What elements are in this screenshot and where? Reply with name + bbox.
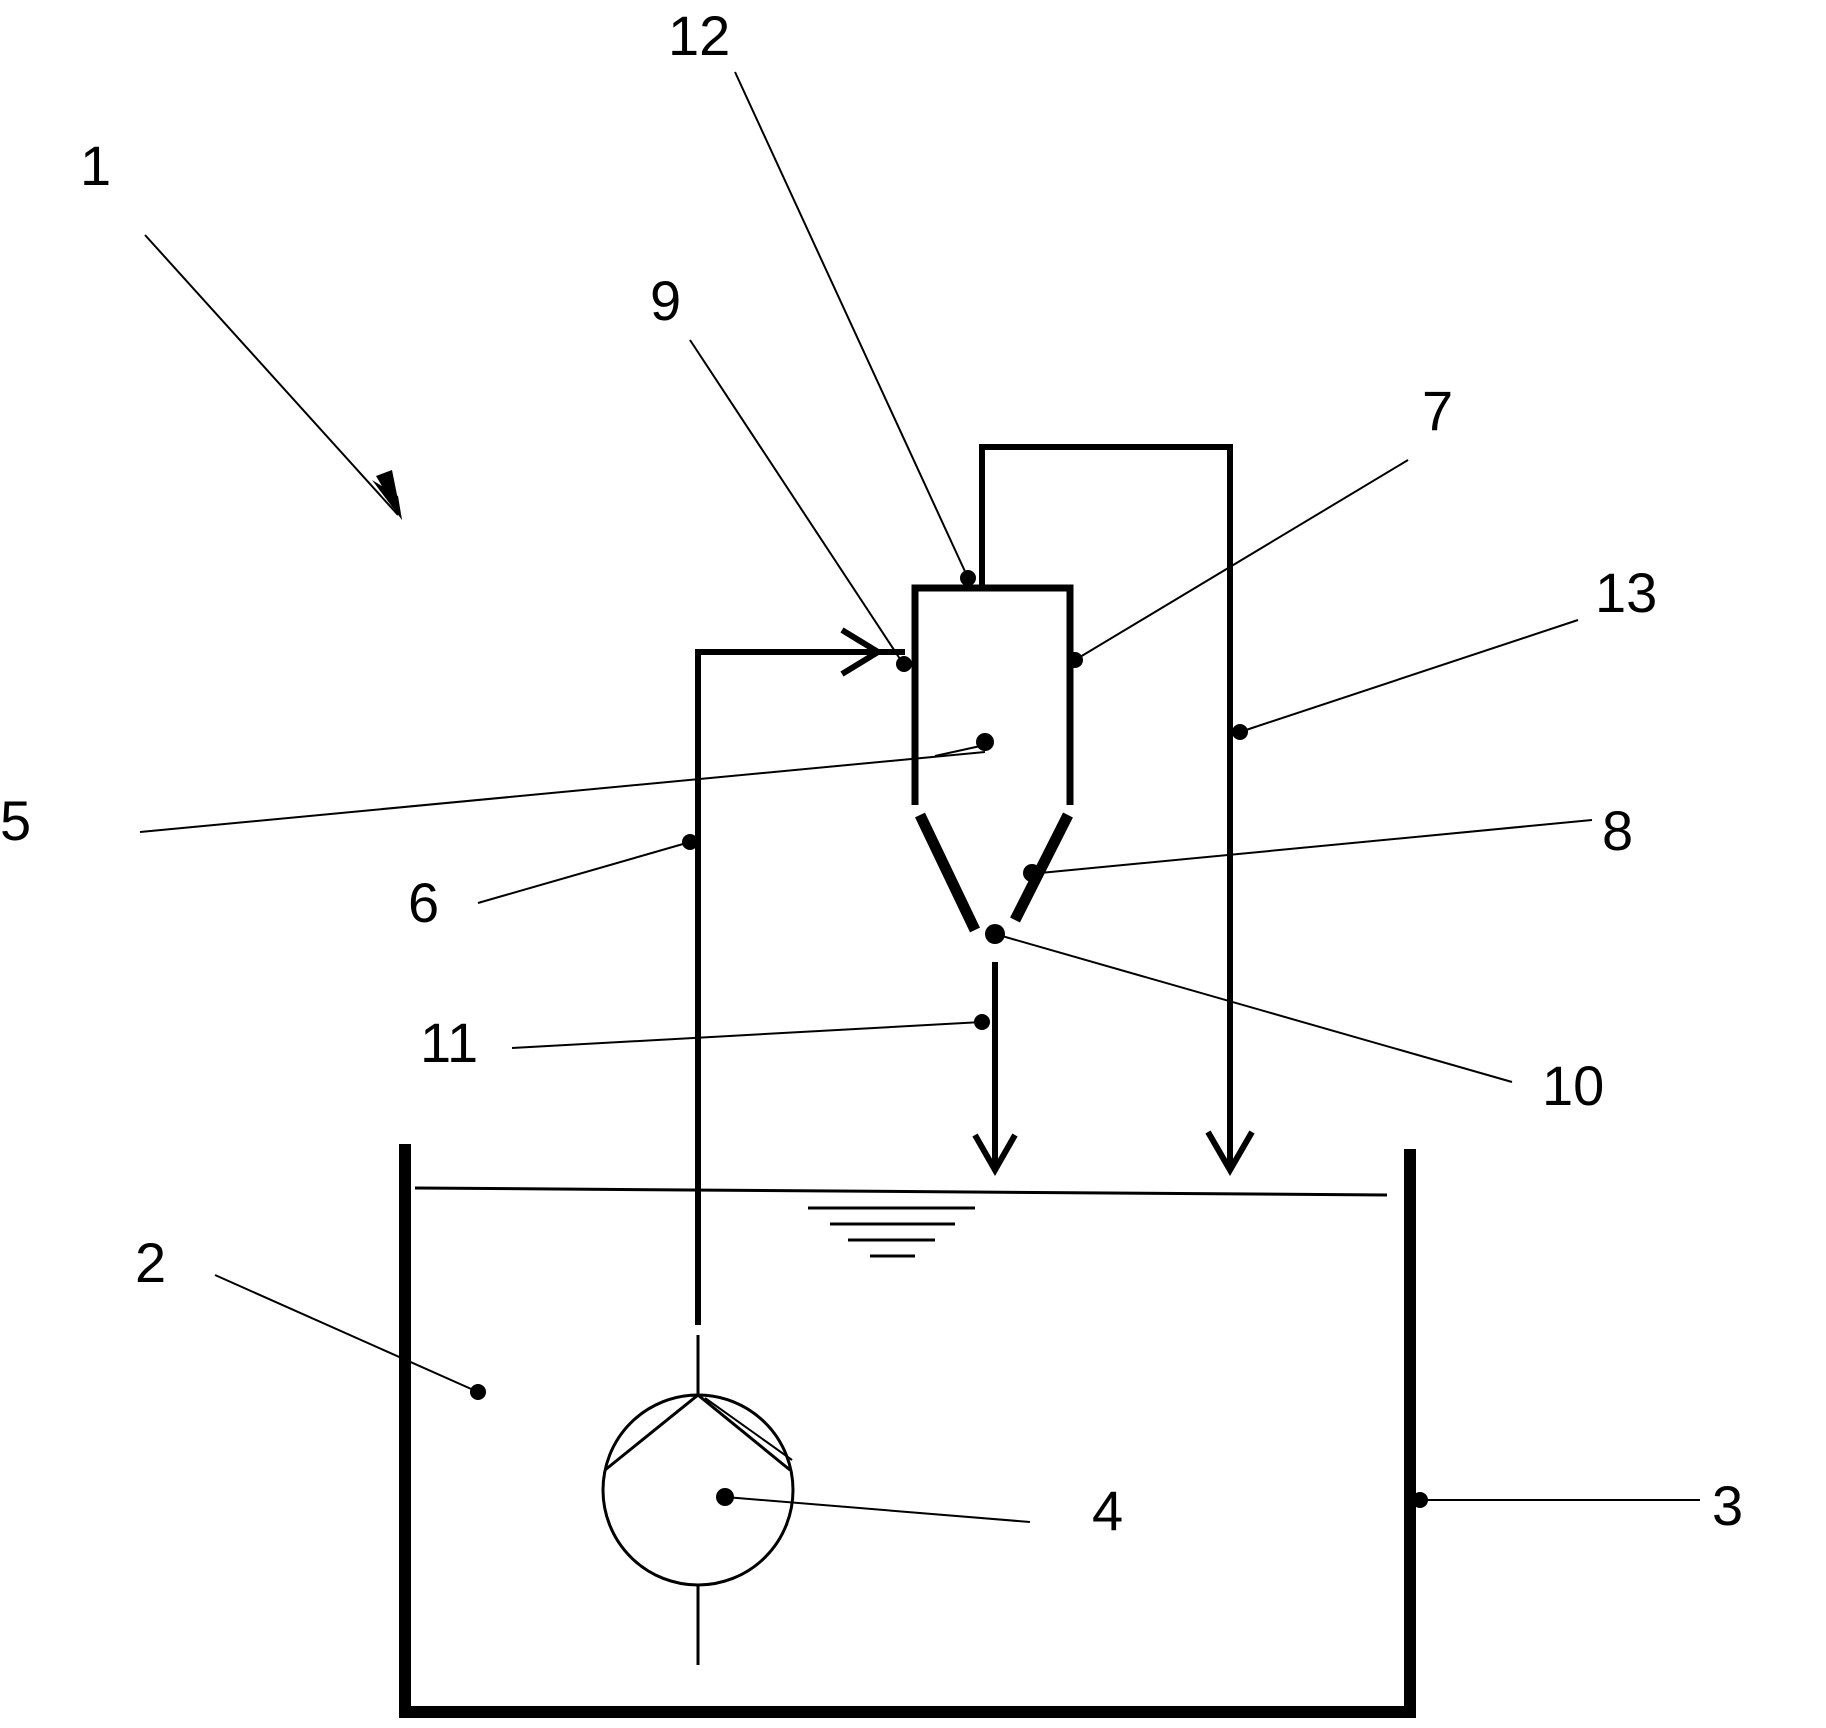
dot-7 [1067,652,1083,668]
label-13: 13 [1595,561,1657,624]
tank-wall [399,1144,1416,1718]
pump-casing [601,1393,795,1587]
label-10: 10 [1542,1054,1604,1117]
pump [601,1335,795,1665]
feed-pipe [695,649,905,1325]
dot-13 [1232,724,1248,740]
leader-2 [214,1274,479,1393]
label-7: 7 [1422,379,1453,442]
dot-4 [716,1488,734,1506]
separator-cone-right [1010,812,1073,923]
liquid-surface [414,1186,1388,1197]
leader-5 [139,751,986,833]
dot-6 [682,834,698,850]
label-2: 2 [135,1231,166,1294]
dot-11 [974,1014,990,1030]
overflow-line [979,444,1255,1176]
leader-12 [734,71,969,579]
dot-2 [470,1384,486,1400]
leader-8 [1039,819,1593,874]
tank [399,1144,1416,1718]
separator [911,584,1074,933]
leader-13 [1239,619,1579,733]
dot-3 [1412,1492,1428,1508]
label-3: 3 [1712,1474,1743,1537]
leader-11 [511,1021,983,1049]
underflow-discharge [972,962,1018,1177]
dot-5 [976,733,994,751]
label-6: 6 [408,871,439,934]
separator-cone-left [915,812,980,933]
underflow-arrowhead [972,1133,1018,1177]
label-1: 1 [80,134,111,197]
leader-6 [477,841,691,904]
label-11: 11 [420,1011,478,1074]
water-level-symbol [808,1206,975,1258]
dot-12 [960,570,976,586]
overflow-arrowhead [1205,1130,1255,1176]
label-12: 12 [668,4,730,67]
label-8: 8 [1602,799,1633,862]
attachment-dots [470,570,1428,1508]
leader-lines [139,71,1700,1523]
leader-4 [724,1496,1031,1523]
label-9: 9 [650,269,681,332]
dot-10 [985,924,1005,944]
leader-9 [689,339,903,663]
dot-8 [1023,864,1041,882]
feed-line [695,627,905,1325]
leader-10 [994,933,1513,1083]
leader-7 [1074,459,1409,661]
overflow-pipe [979,444,1233,1165]
leader-1-arrowhead [372,480,402,520]
label-4: 4 [1092,1479,1123,1542]
leader-1 [144,234,399,516]
reference-labels: 1 2 3 4 5 6 7 8 9 10 11 12 13 [0,4,1743,1542]
dot-9 [896,656,912,672]
label-5: 5 [0,789,31,852]
feed-arrowhead [840,627,884,677]
separator-body [911,584,1074,805]
